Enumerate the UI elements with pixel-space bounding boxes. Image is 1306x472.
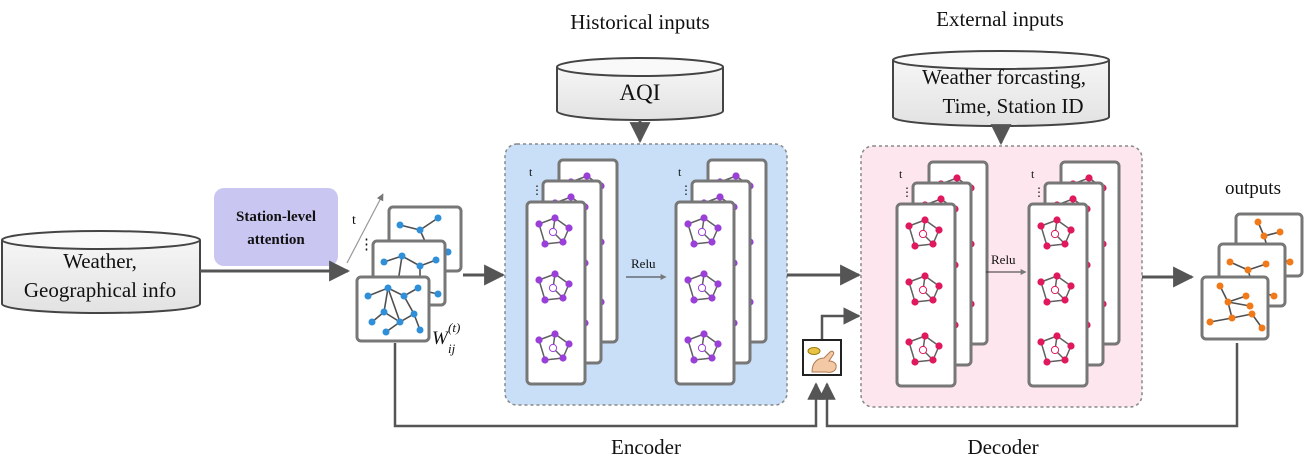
weight-matrix-label: W ij (t) <box>432 320 460 356</box>
encoder-relu-label: Relu <box>631 256 656 271</box>
decoder-layer1-stack: t⋮ <box>895 160 989 388</box>
coin-flip-hand-icon <box>802 339 842 376</box>
output-graph-stack <box>1200 212 1304 341</box>
encoder-label: Encoder <box>611 435 681 459</box>
time-ellipsis: ⋮ <box>359 237 374 253</box>
input-graph-stack <box>355 205 463 343</box>
station-attention-block: Station-level attention <box>214 188 338 266</box>
decoder-layer2-stack: t⋮ <box>1027 160 1121 388</box>
aqi-label: AQI <box>620 80 661 105</box>
historical-inputs-title: Historical inputs <box>570 10 709 34</box>
decoder-layer2-stack-ellipsis: ⋮ <box>1033 185 1045 199</box>
decoder-layer1-stack-time-label: t <box>899 167 903 181</box>
attention-line1: Station-level <box>236 209 316 225</box>
time-axis-arrow <box>346 193 384 264</box>
weight-main: W <box>432 328 450 349</box>
encoder-layer1-stack-time-label: t <box>529 165 533 179</box>
encoder-layer1-stack-ellipsis: ⋮ <box>531 183 543 197</box>
encoder-layer2-stack-ellipsis: ⋮ <box>680 183 692 197</box>
weight-sub: ij <box>448 341 456 356</box>
encoder-layer2-stack: t⋮ <box>674 158 768 386</box>
encoder-layer2-stack-time-label: t <box>678 165 682 179</box>
weather-geo-line1: Weather, <box>63 249 137 273</box>
encoder-graph-stacks: t⋮t⋮ <box>525 158 768 386</box>
outputs-label: outputs <box>1225 178 1281 199</box>
time-label: t <box>352 213 356 228</box>
external-inputs-line2: Time, Station ID <box>943 94 1084 118</box>
aqi-database: AQI <box>556 57 724 121</box>
decoder-layer2-stack-time-label: t <box>1031 167 1035 181</box>
attention-line2: attention <box>247 232 305 248</box>
weather-geo-line2: Geographical info <box>24 278 176 302</box>
weight-sup: (t) <box>448 320 460 335</box>
decoder-label: Decoder <box>967 435 1038 459</box>
decoder-relu-label: Relu <box>991 252 1016 267</box>
decoder-layer1-stack-ellipsis: ⋮ <box>901 185 913 199</box>
external-inputs-database: Weather forcasting, Time, Station ID <box>892 50 1110 127</box>
sampler-to-decoder-arrow <box>820 307 861 339</box>
decoder-feedback-path <box>818 343 1239 428</box>
encoder-feedback-path <box>393 343 825 428</box>
weather-geo-database: Weather, Geographical info <box>1 230 201 314</box>
external-inputs-title: External inputs <box>936 7 1064 31</box>
external-inputs-line1: Weather forcasting, <box>922 65 1086 89</box>
encoder-layer1-stack: t⋮ <box>525 158 619 386</box>
decoder-graph-stacks: t⋮t⋮ <box>895 160 1121 388</box>
